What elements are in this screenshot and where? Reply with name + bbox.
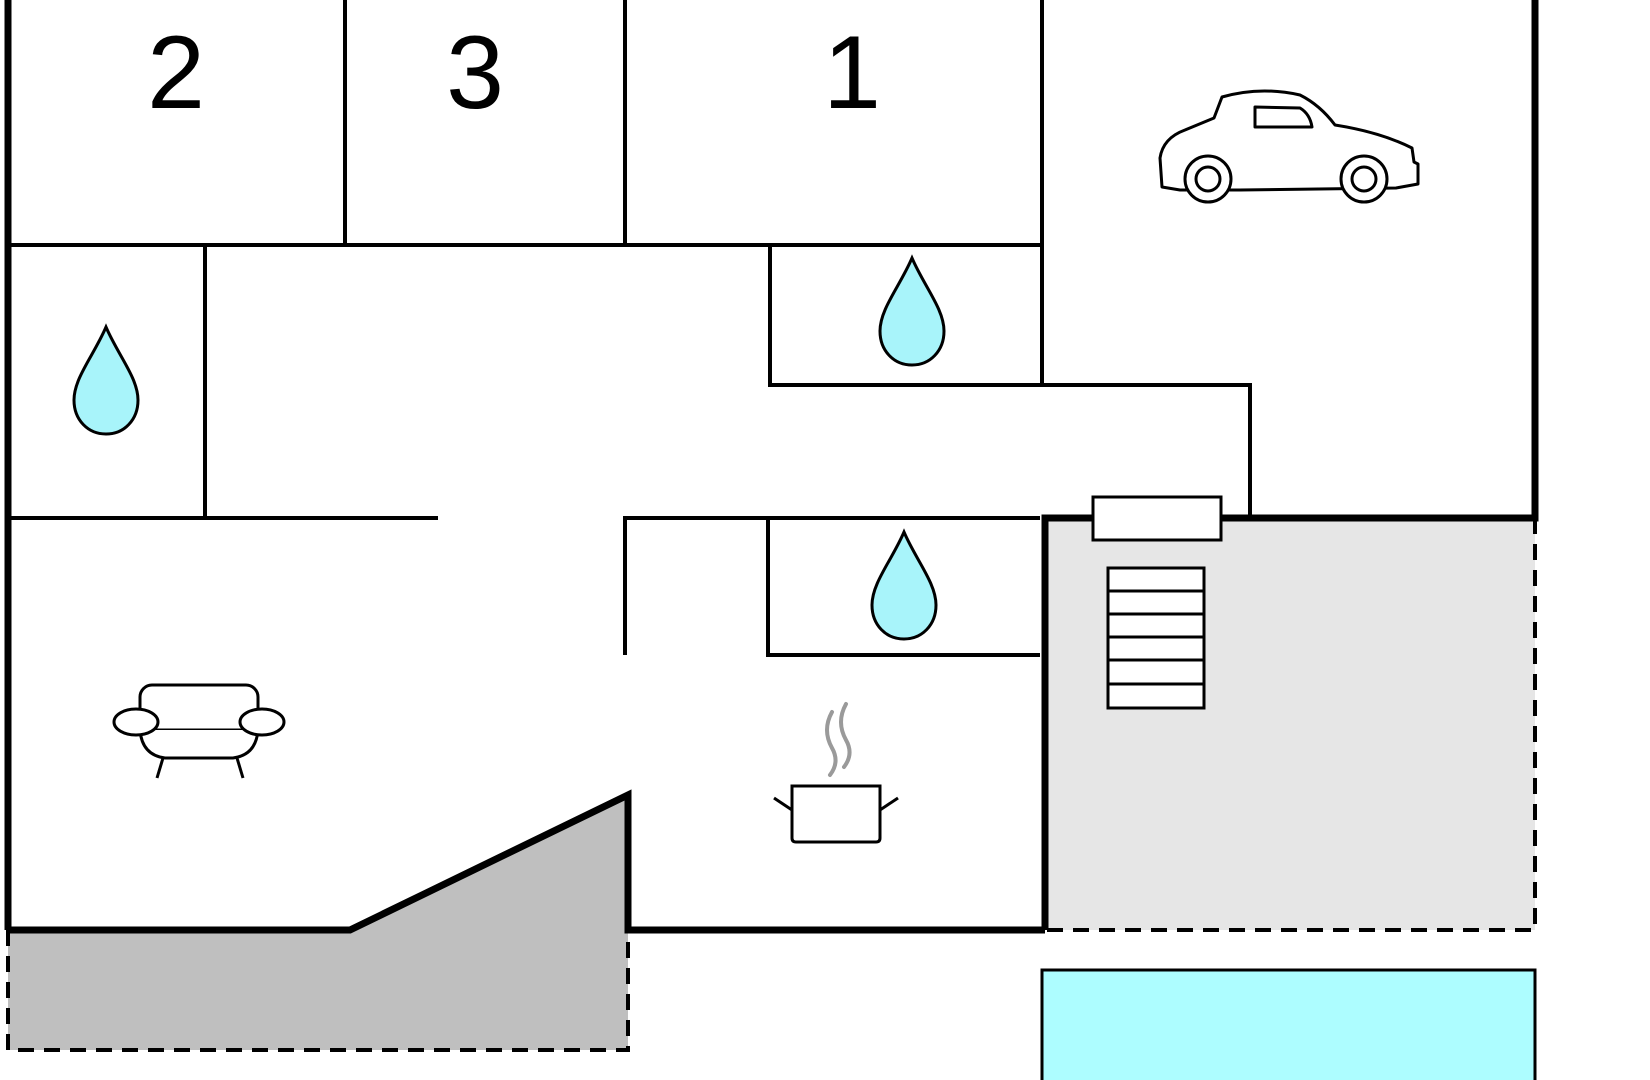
room-3-number: 3 (446, 15, 504, 131)
interior-walls (8, 0, 1252, 657)
paved-area (8, 795, 628, 1050)
car-icon (1158, 89, 1420, 204)
dashed-outlines (6, 518, 1537, 1052)
steam (825, 702, 852, 777)
swimming-pool (1040, 968, 1537, 1080)
water-drop-icon (870, 528, 938, 641)
water-drop-icon (878, 254, 946, 367)
room-1-number: 1 (823, 15, 881, 131)
sofa-icon (112, 683, 286, 779)
water-drop-icons (72, 254, 946, 641)
water-drop-icon (72, 323, 140, 436)
cooking-pot-icon (773, 702, 899, 844)
stairs-icon (1091, 495, 1223, 710)
room-2-number: 2 (147, 15, 205, 131)
exterior-walls (4, 0, 1539, 934)
